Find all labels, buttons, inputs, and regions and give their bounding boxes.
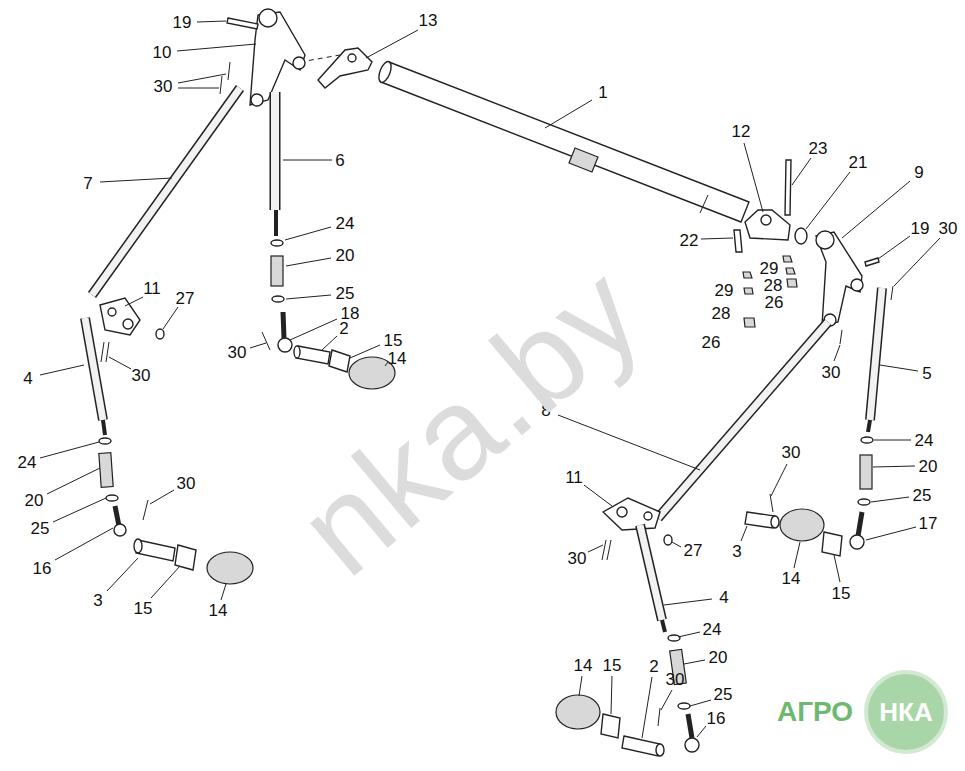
- callout-number: 20: [25, 492, 44, 509]
- callout-number: 30: [177, 475, 196, 492]
- callout-number: 25: [336, 285, 355, 302]
- callout-number: 14: [782, 570, 801, 587]
- callout-number: 9: [914, 164, 923, 181]
- callout-number: 30: [666, 671, 685, 688]
- callout-number: 1: [598, 84, 607, 101]
- callout-number: 15: [832, 585, 851, 602]
- callout-number: 28: [764, 277, 783, 294]
- callout-number: 13: [419, 12, 438, 29]
- callout-number: 3: [93, 592, 102, 609]
- callout-number: 17: [919, 515, 938, 532]
- callout-number: 2: [339, 320, 348, 337]
- callout-number: 20: [919, 458, 938, 475]
- callout-number: 24: [915, 432, 934, 449]
- callout-number: 24: [703, 621, 722, 638]
- logo-text: АГРО: [777, 698, 853, 726]
- callout-number: 4: [23, 370, 32, 387]
- callout-number: 25: [714, 686, 733, 703]
- callout-number: 20: [709, 649, 728, 666]
- callout-number: 27: [176, 290, 195, 307]
- callout-number: 25: [31, 520, 50, 537]
- callout-number: 27: [684, 542, 703, 559]
- callout-number: 19: [173, 14, 192, 31]
- callout-number: 24: [336, 215, 355, 232]
- callout-number: 19: [911, 220, 930, 237]
- callout-number: 29: [760, 260, 779, 277]
- callout-number: 22: [680, 232, 699, 249]
- callout-number: 30: [568, 550, 587, 567]
- callout-number: 3: [732, 543, 741, 560]
- callout-number: 30: [782, 444, 801, 461]
- callout-number: 29: [715, 282, 734, 299]
- callout-number: 16: [707, 710, 726, 727]
- callout-number: 21: [849, 154, 868, 171]
- callout-number: 14: [388, 350, 407, 367]
- callout-number: 30: [154, 78, 173, 95]
- callout-number: 25: [913, 487, 932, 504]
- callout-number: 14: [209, 602, 228, 619]
- callout-number: 10: [153, 44, 172, 61]
- callout-number: 4: [719, 589, 728, 606]
- callout-number: 6: [335, 152, 344, 169]
- callout-number: 11: [565, 469, 583, 486]
- callout-number: 30: [939, 220, 958, 237]
- callout-number: 2: [649, 658, 658, 675]
- callout-number: 20: [336, 247, 355, 264]
- callout-number: 28: [712, 305, 731, 322]
- callout-number: 23: [809, 140, 828, 157]
- callout-number: 30: [132, 367, 151, 384]
- callout-number: 12: [732, 123, 751, 140]
- callout-number: 7: [83, 175, 92, 192]
- callout-number: 14: [574, 657, 593, 674]
- callout-number: 5: [922, 365, 931, 382]
- logo-text: НКА: [879, 699, 932, 725]
- callout-number: 11: [143, 280, 161, 297]
- callout-number: 15: [603, 657, 622, 674]
- callout-number: 16: [33, 560, 52, 577]
- callout-number: 30: [822, 364, 841, 381]
- callout-number: 15: [134, 600, 153, 617]
- callout-number: 26: [765, 294, 784, 311]
- callout-number: 30: [228, 344, 247, 361]
- callout-number: 26: [702, 334, 721, 351]
- callout-number: 15: [384, 332, 403, 349]
- callout-number: 24: [18, 454, 37, 471]
